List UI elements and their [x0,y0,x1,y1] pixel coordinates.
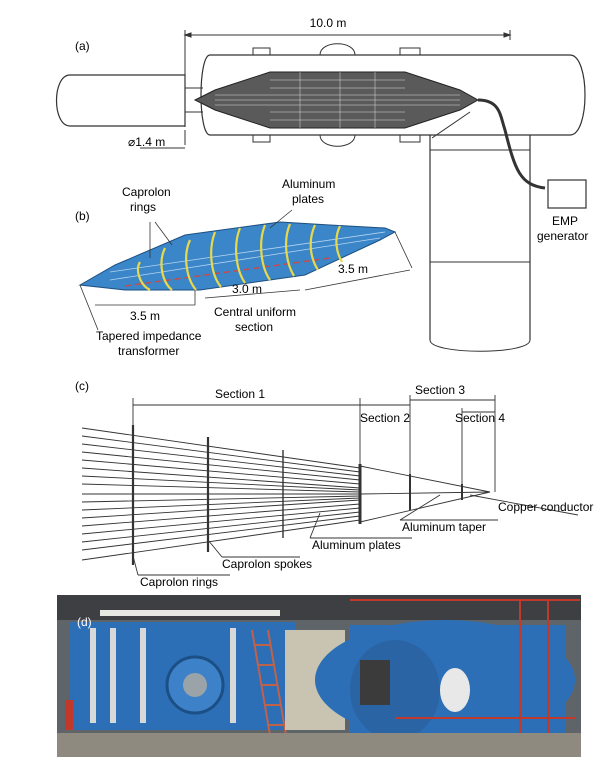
section-3-label: Section 3 [415,383,465,397]
aluminum-plates-line1: Aluminum [282,177,335,191]
panel-c [81,395,579,576]
aluminum-plates-line2: plates [292,192,324,206]
aluminum-plates-label: Aluminum plates [312,538,401,552]
caprolon-spokes-label: Caprolon spokes [222,557,312,571]
aluminum-taper-label: Aluminum taper [402,520,486,534]
aluminum-plates-c [81,427,361,561]
emp-label-line1: EMP [552,214,578,228]
panel-b-label: (b) [75,209,90,223]
emp-generator-box [547,179,587,209]
panel-d-photo [57,595,581,757]
caprolon-rings-label: Caprolon rings [140,575,218,589]
panel-a-label: (a) [75,39,90,53]
panel-d-label: (d) [77,615,92,629]
tapered-line2: transformer [118,344,179,358]
length-dimension-label: 10.0 m [310,16,347,30]
vertical-leg [429,135,531,340]
caprolon-rings-b [136,223,343,291]
diameter-dimension-label: ⌀1.4 m [128,135,165,149]
central-section-line1: Central uniform [214,305,296,319]
panel-b [78,209,413,331]
main-cylinder [200,54,586,136]
panel-c-label: (c) [75,379,89,393]
dim-right-label: 3.5 m [338,262,368,276]
tapered-line1: Tapered impedance [96,329,202,343]
section-4-label: Section 4 [455,411,505,425]
copper-conductor-label: Copper conductor [498,500,593,514]
cable [477,98,546,190]
section-2-label: Section 2 [360,411,410,425]
caprolon-rings-line1: Caprolon [122,185,171,199]
panel-a [55,30,587,352]
caprolon-rings-line2: rings [130,200,156,214]
section-1-label: Section 1 [215,387,265,401]
emp-label-line2: generator [537,229,588,243]
central-section-line2: section [235,320,273,334]
dim-center-label: 3.0 m [232,282,262,296]
dim-left-label: 3.5 m [130,309,160,323]
left-end-cap [55,74,186,127]
